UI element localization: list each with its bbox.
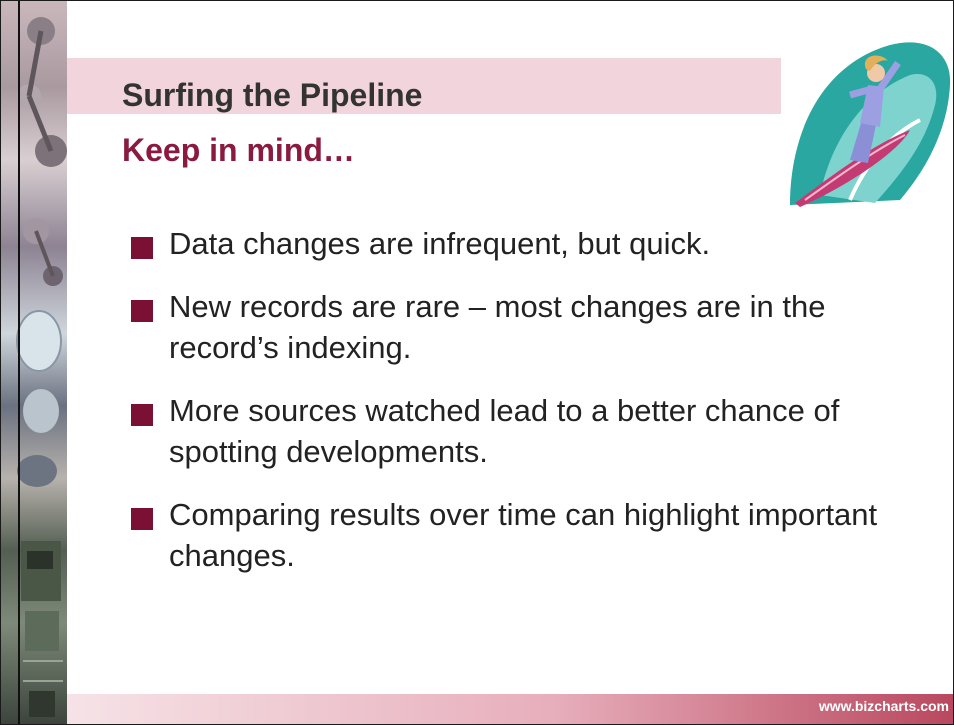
footer-bar: www.bizcharts.com [67,694,953,724]
side-decoration [1,1,67,724]
surfer-clipart-icon [780,25,953,215]
bullet-item: More sources watched lead to a better ch… [131,390,921,472]
square-bullet-icon [131,237,153,259]
bullet-item: Data changes are infrequent, but quick. [131,223,921,264]
slide-subtitle: Keep in mind… [122,132,355,168]
title-band [67,58,781,114]
bullet-text: Data changes are infrequent, but quick. [169,226,711,261]
bullet-text: More sources watched lead to a better ch… [169,393,840,469]
footer-url: www.bizcharts.com [818,698,949,714]
bullet-text: Comparing results over time can highligh… [169,497,878,573]
bullet-text: New records are rare – most changes are … [169,289,826,365]
bullet-list: Data changes are infrequent, but quick. … [131,223,921,598]
strip-edge [18,1,20,724]
bullet-item: New records are rare – most changes are … [131,286,921,368]
square-bullet-icon [131,300,153,322]
molecule-circuit-collage-icon [16,17,67,717]
bullet-item: Comparing results over time can highligh… [131,494,921,576]
square-bullet-icon [131,404,153,426]
square-bullet-icon [131,508,153,530]
slide-title: Surfing the Pipeline [122,77,423,113]
